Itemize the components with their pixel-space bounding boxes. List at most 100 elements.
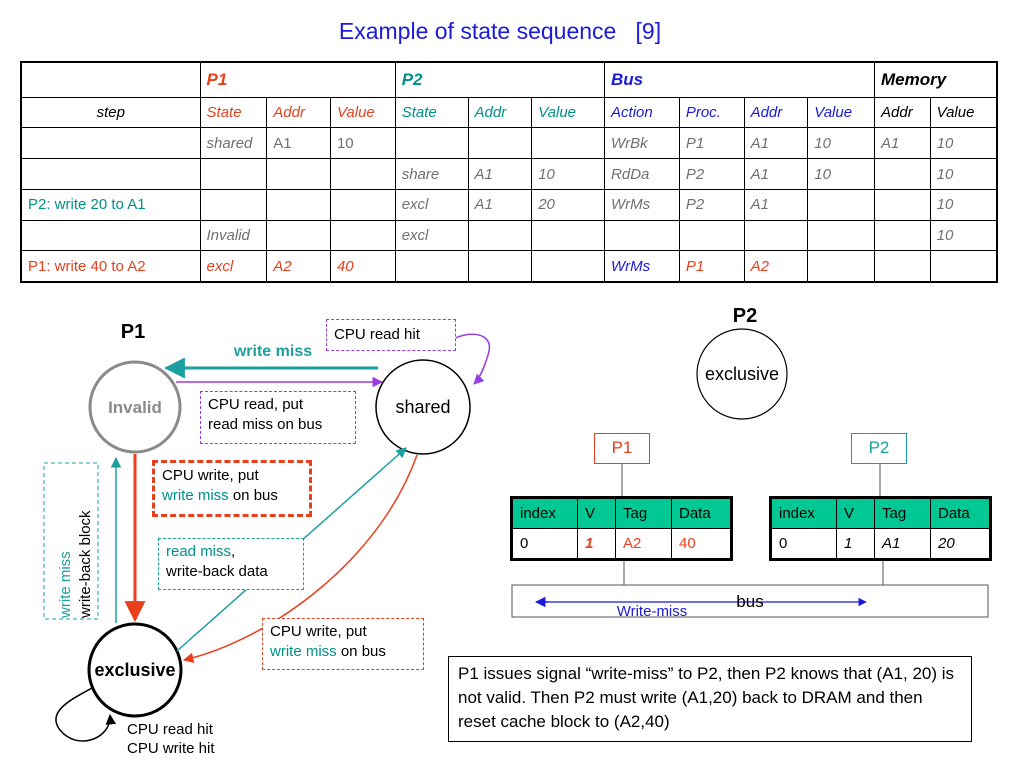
table-row: P1: write 40 to A2 excl A2 40 WrMs P1 A2 (20, 250, 998, 283)
p2-cache-header-index: index (770, 497, 837, 529)
group-header-memory: Memory (874, 61, 998, 98)
subheader-row: step State Addr Value State Addr Value A… (20, 96, 998, 129)
shared-cpu-write-write-miss: write miss (270, 643, 337, 660)
cpu-read-put-box: CPU read, put read miss on bus (200, 391, 356, 444)
p1-cache-data: 40 (671, 528, 732, 560)
exclusive-state-circle (87, 622, 183, 718)
p2-fsm-title: P2 (733, 305, 757, 327)
table-cell (20, 127, 201, 160)
subheader-step: step (20, 96, 201, 129)
group-header-bus: Bus (604, 61, 876, 98)
table-cell (394, 250, 469, 283)
shared-cpu-write-arrow (182, 454, 418, 663)
table-cell (394, 127, 469, 160)
p2-cache-header-v: V (836, 497, 875, 529)
bus-box (511, 584, 989, 618)
p2-cache-row: 0 1 A1 20 (770, 528, 991, 560)
p1-cache-valid: 1 (577, 528, 616, 560)
table-cell (531, 250, 606, 283)
table-cell: excl (394, 188, 469, 221)
write-miss-label: write miss (233, 343, 312, 360)
p1-fsm-title: P1 (121, 321, 145, 343)
p1-cache-header-data: Data (671, 497, 732, 529)
table-cell (329, 158, 396, 190)
table-cell: 20 (531, 188, 606, 221)
p2-cache-index: 0 (770, 528, 837, 560)
shared-cpu-write-line1: CPU write, put (270, 623, 367, 640)
p1-cache-header-index: index (511, 497, 578, 529)
p1-cache-index: 0 (511, 528, 578, 560)
table-cell: P1: write 40 to A2 (20, 250, 201, 283)
table-cell: WrBk (604, 127, 680, 160)
cpu-write-put-write-miss: write miss (162, 487, 229, 504)
table-cell: 10 (929, 188, 998, 221)
explanation-note: P1 issues signal “write-miss” to P2, the… (448, 656, 972, 742)
table-cell (20, 158, 201, 190)
cpu-read-put-line1: CPU read, put (208, 396, 304, 413)
p2-cache-header-tag: Tag (874, 497, 931, 529)
table-cell: P1 (678, 127, 745, 160)
table-cell (329, 219, 396, 252)
table-cell: excl (199, 250, 268, 283)
p2-cache-header-row: index V Tag Data (770, 497, 991, 529)
table-cell: A1 (874, 127, 931, 160)
exclusive-self-loop (55, 687, 117, 742)
read-miss-box: read miss, write-back data (158, 538, 304, 590)
table-cell: A1 (467, 188, 533, 221)
p1-cache-header-v: V (577, 497, 616, 529)
shared-state-circle (375, 359, 471, 455)
table-cell: shared (199, 127, 268, 160)
exclusive-state-label: exclusive (94, 660, 175, 680)
table-cell: 10 (531, 158, 606, 190)
table-cell (467, 219, 533, 252)
exclusive-hits-label: CPU read hit CPU write hit (127, 720, 215, 758)
write-back-data-label: write-back data (166, 563, 268, 580)
group-header-row: P1 P2 Bus Memory (20, 61, 998, 98)
subheader-p2-value: Value (531, 96, 606, 129)
table-cell: P1 (678, 250, 745, 283)
subheader-p1-value: Value (329, 96, 396, 129)
subheader-mem-value: Value (929, 96, 998, 129)
p1-processor-box: P1 (594, 433, 650, 464)
group-header-p1: P1 (199, 61, 396, 98)
table-row: Invalid excl 10 (20, 219, 998, 252)
cpu-write-put-on-bus: on bus (228, 487, 278, 504)
page-title: Example of state sequence [9] (338, 18, 662, 44)
vertical-write-back-label: write-back block (77, 510, 94, 619)
table-cell: P2: write 20 to A1 (20, 188, 201, 221)
shared-cpu-write-on-bus: on bus (336, 643, 386, 660)
p1-cache-header-row: index V Tag Data (511, 497, 732, 529)
cpu-write-put-box: CPU write, put write miss on bus (152, 460, 312, 517)
state-sequence-table: P1 P2 Bus Memory step State Addr Value S… (20, 61, 998, 283)
table-cell: WrMs (604, 188, 680, 221)
table-cell (604, 219, 680, 252)
subheader-p2-addr: Addr (467, 96, 533, 129)
p2-cache-tag: A1 (874, 528, 931, 560)
table-cell: excl (394, 219, 469, 252)
table-cell (874, 158, 931, 190)
cpu-read-put-line2: read miss on bus (208, 416, 323, 433)
table-cell (743, 219, 809, 252)
table-cell: 10 (929, 219, 998, 252)
table-cell: P2 (678, 158, 745, 190)
table-cell: A2 (266, 250, 331, 283)
subheader-bus-value: Value (807, 96, 876, 129)
table-cell (678, 219, 745, 252)
shared-state-label: shared (395, 397, 450, 417)
p2-cache-table: index V Tag Data 0 1 A1 20 (769, 496, 992, 561)
table-row: shared A1 10 WrBk P1 A1 10 A1 10 (20, 127, 998, 160)
bus-signal-label: Write-miss (617, 603, 688, 620)
p1-cache-table: index V Tag Data 0 1 A2 40 (510, 496, 733, 561)
p1-cache-header-tag: Tag (615, 497, 672, 529)
read-miss-comma: , (231, 543, 236, 560)
table-row: share A1 10 RdDa P2 A1 10 10 (20, 158, 998, 190)
p2-cache-valid: 1 (836, 528, 875, 560)
subheader-mem-addr: Addr (874, 96, 931, 129)
shared-cpu-write-box: CPU write, put write miss on bus (262, 618, 424, 670)
table-cell: WrMs (604, 250, 680, 283)
subheader-bus-action: Action (604, 96, 680, 129)
group-header-p2: P2 (394, 61, 606, 98)
table-row: P2: write 20 to A1 excl A1 20 WrMs P2 A1… (20, 188, 998, 221)
cpu-read-hit-label: CPU read hit (334, 326, 420, 343)
